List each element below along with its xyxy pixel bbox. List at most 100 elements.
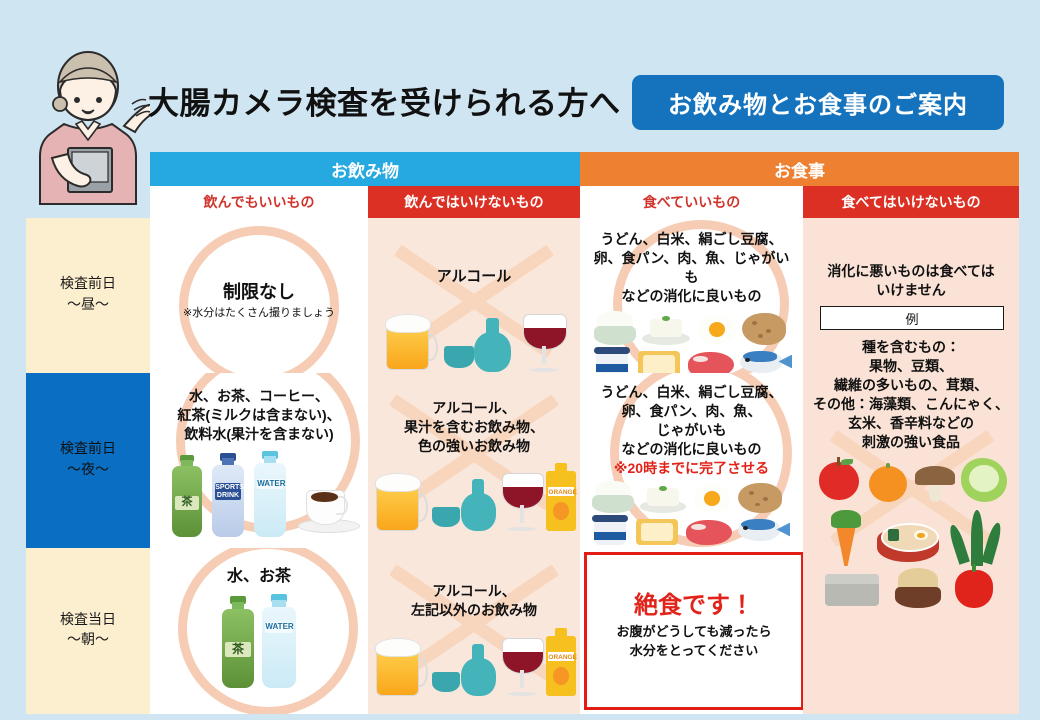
cell-r2-food-ok-line3: じゃがいも	[656, 422, 727, 438]
cell-r2-drink-ok-line1: 水、お茶、コーヒー、	[189, 388, 329, 404]
orange-juice-carton-icon: ORANGE	[546, 462, 577, 531]
food-ng-list-line1: 種を含むもの：	[862, 339, 960, 355]
wine-glass-icon	[523, 314, 567, 372]
row-label-line2: 〜夜〜	[67, 462, 109, 478]
red-pepper-icon	[955, 563, 993, 608]
cell-r1-drink-ng: アルコール	[368, 218, 580, 373]
beer-mug-icon	[374, 473, 428, 531]
fasting-notice-box: 絶食です！ お腹がどうしても減ったら 水分をとってください	[584, 552, 803, 710]
fried-egg-icon	[698, 315, 736, 345]
row-label-day-before-night: 検査前日 〜夜〜	[26, 373, 150, 548]
sub-header-drink-ok: 飲んでもいいもの	[150, 186, 368, 218]
row-label-line2: 〜朝〜	[67, 633, 109, 648]
sports-drink-bottle-icon: SPORTS DRINK	[212, 453, 244, 537]
tofu-icon	[640, 483, 686, 513]
potato-icon	[738, 483, 782, 513]
cell-r2-drink-ng: アルコール、 果汁を含むお飲み物、 色の強いお飲み物 ORANGE	[368, 373, 580, 548]
sake-bottle-icon	[474, 332, 511, 372]
apple-icon	[819, 457, 859, 500]
fasting-headline: 絶食です！	[634, 592, 754, 619]
sake-cup-icon	[432, 672, 460, 692]
sake-bottle-icon	[461, 493, 496, 531]
cell-r1-drink-ok-note: ※水分はたくさん撮りましょう	[183, 307, 335, 319]
sake-bottle-icon	[461, 658, 496, 696]
cell-r2-food-ok-line2: 卵、食パン、肉、魚、	[621, 403, 762, 419]
rice-bowl-icon	[594, 311, 636, 345]
group-header-food: お食事	[580, 152, 1019, 186]
cell-r1-food-ok-line2: 卵、食パン、肉、魚、じゃがい	[593, 250, 790, 266]
row-label-line1: 検査前日	[60, 277, 116, 293]
meat-icon	[686, 520, 732, 545]
fish-icon	[740, 348, 792, 373]
circle-highlight-icon	[179, 226, 339, 373]
example-label-box: 例	[820, 306, 1004, 330]
mushroom-icon	[915, 466, 955, 502]
cell-r3-drink-ok-main: 水、お茶	[226, 568, 291, 585]
cell-r3-drink-ok: 水、お茶 茶 WATER	[150, 548, 368, 714]
orange-carton-label: ORANGE	[548, 486, 577, 497]
orange-juice-carton-icon: ORANGE	[546, 627, 577, 696]
cup-noodle-icon	[594, 347, 630, 373]
food-ng-list-line5: 玄米、香辛料などの	[848, 415, 974, 431]
cell-r2-drink-ng-line3: 色の強いお飲み物	[418, 438, 530, 454]
wine-glass-icon	[502, 473, 544, 531]
cell-r2-drink-ok-line2: 紅茶(ミルクは含まない)、	[177, 407, 341, 423]
sub-header-drink-ng: 飲んではいけないもの	[368, 186, 580, 218]
cell-r2-drink-ng-line2: 果汁を含むお飲み物、	[404, 419, 544, 435]
row-label-line2: 〜昼〜	[67, 297, 109, 313]
seaweed-icon	[947, 510, 1004, 566]
food-ng-list-line4: その他：海藻類、こんにゃく、	[813, 396, 1009, 412]
cell-r2-drink-ok: 水、お茶、コーヒー、 紅茶(ミルクは含まない)、 飲料水(果汁を含まない) 茶 …	[150, 373, 368, 548]
carrot-icon	[825, 510, 867, 566]
water-bottle-label: WATER	[265, 622, 294, 633]
row-label-day-before-noon: 検査前日 〜昼〜	[26, 218, 150, 373]
circle-highlight-icon	[178, 548, 358, 714]
bread-slice-icon	[638, 351, 680, 373]
cell-r2-food-ok-warning: ※20時までに完了させる	[613, 460, 770, 476]
meat-icon	[688, 352, 734, 373]
cell-r2-drink-ok-line3: 飲料水(果汁を含まない)	[184, 426, 334, 442]
cell-r3-drink-ng-line1: アルコール、	[432, 583, 516, 599]
sake-cup-icon	[444, 346, 474, 368]
food-ng-heading-line1: 消化に悪いものは食べては	[827, 263, 995, 279]
ramen-bowl-icon	[877, 518, 939, 562]
row-label-line1: 検査当日	[60, 612, 116, 628]
tea-bottle-icon: 茶	[172, 455, 202, 537]
subtitle-badge: お飲み物とお食事のご案内	[632, 75, 1004, 130]
cell-r1-food-ok-line3: も	[684, 269, 699, 285]
header: 大腸カメラ検査を受けられる方へ お飲み物とお食事のご案内	[0, 0, 1040, 205]
row-label-line1: 検査前日	[60, 442, 116, 458]
cell-r1-food-ok-line4: などの消化に良いもの	[621, 288, 762, 304]
tea-bottle-label: 茶	[175, 496, 199, 510]
beer-mug-icon	[384, 314, 438, 370]
rice-bowl-icon	[592, 481, 634, 513]
tofu-icon	[642, 313, 690, 345]
water-bottle-label: WATER	[257, 478, 286, 489]
food-ng-list-line2: 果物、豆類、	[869, 358, 953, 374]
circle-highlight-icon	[613, 220, 789, 373]
water-bottle-icon: WATER	[254, 451, 286, 537]
tea-bottle-label: 茶	[225, 642, 251, 657]
cell-r3-food-ok: 絶食です！ お腹がどうしても減ったら 水分をとってください	[580, 548, 803, 714]
brown-rice-bowl-icon	[895, 568, 941, 608]
fasting-note-line1: お腹がどうしても減ったら	[616, 624, 772, 639]
guide-table: お飲み物 お食事 飲んでもいいもの 飲んではいけないもの 食べていいもの 食べて…	[26, 152, 1019, 714]
konjac-icon	[825, 574, 879, 606]
group-header-drink: お飲み物	[150, 152, 580, 186]
potato-icon	[742, 313, 786, 345]
food-ng-list-line6: 刺激の強い食品	[862, 434, 960, 450]
orange-fruit-icon	[869, 463, 907, 502]
nurse-illustration	[39, 51, 150, 205]
tea-bottle-icon: 茶	[222, 596, 254, 688]
cell-r1-drink-ok: 制限なし ※水分はたくさん撮りましょう	[150, 218, 368, 373]
cell-r1-food-ok-line1: うどん、白米、絹ごし豆腐、	[600, 231, 783, 247]
row-label-exam-day-morning: 検査当日 〜朝〜	[26, 548, 150, 714]
beer-mug-icon	[374, 638, 428, 696]
cell-food-ng-column: 消化に悪いものは食べては いけません 例 種を含むもの： 果物、豆類、 繊維の多…	[803, 218, 1019, 714]
group-header-row: お飲み物 お食事	[26, 152, 1019, 186]
cell-r2-food-ok: うどん、白米、絹ごし豆腐、 卵、食パン、肉、魚、 じゃがいも などの消化に良いも…	[580, 373, 803, 548]
bread-slice-icon	[636, 519, 678, 545]
cell-r1-drink-ok-main: 制限なし	[223, 282, 295, 302]
cell-r3-drink-ng-line2: 左記以外のお飲み物	[411, 602, 537, 618]
